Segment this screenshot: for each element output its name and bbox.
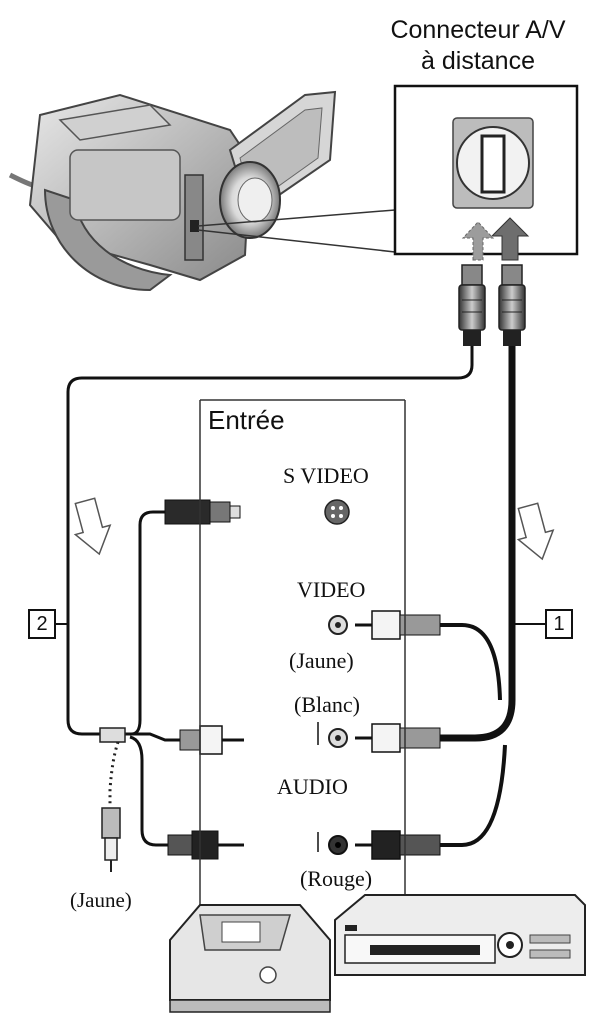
video-color-label: (Jaune): [289, 648, 354, 673]
yellow-branch-dotted: [108, 741, 120, 805]
av-remote-connector-icon: [452, 117, 534, 209]
audio-red-jack-icon: [328, 835, 348, 855]
signal-arrow-right-icon: [516, 502, 555, 561]
connector-title-line1: Connecteur A/V: [390, 16, 566, 44]
rca-plug-audio-cable-2: [167, 830, 244, 860]
input-panel-title: Entrée: [208, 405, 285, 435]
cable-2-number-badge: 2: [28, 609, 56, 639]
rca-plug-video-cable-1: [355, 610, 441, 640]
cable-1-path: [440, 346, 516, 847]
insert-arrow-icon: [461, 217, 530, 261]
signal-arrow-left-icon: [73, 497, 112, 556]
av-plug-cable-2: [458, 264, 486, 346]
audio-label: AUDIO: [277, 774, 348, 799]
camcorder-illustration: [8, 90, 396, 292]
audio-white-label: (Blanc): [294, 692, 360, 717]
av-plug-cable-1: [498, 264, 526, 346]
s-video-jack-icon: [324, 499, 350, 525]
connector-title: Connecteur A/V à distance: [368, 15, 588, 77]
vcr-illustration: [334, 894, 586, 976]
yellow-plug-label: (Jaune): [70, 888, 132, 912]
cable-2-path: [66, 346, 474, 847]
s-video-label: S VIDEO: [283, 463, 369, 488]
input-panel-frame: [199, 399, 406, 905]
connector-callout: [393, 84, 579, 256]
dvd-recorder-illustration: [169, 904, 331, 1013]
video-jack-icon: [328, 615, 348, 635]
audio-red-label: (Rouge): [300, 866, 373, 891]
rca-plug-audio-red-cable-1: [355, 830, 441, 860]
cable-1-number-badge: 1: [545, 609, 573, 639]
connector-title-line2: à distance: [421, 47, 535, 75]
rca-plug-video-cable-2: [179, 725, 244, 755]
s-video-plug-icon: [164, 499, 241, 525]
video-label: VIDEO: [297, 577, 366, 602]
cable-split-node: [99, 727, 126, 743]
rca-plug-audio-white-cable-1: [355, 723, 441, 753]
audio-white-jack-icon: [328, 728, 348, 748]
yellow-rca-plug-icon: [101, 807, 121, 872]
